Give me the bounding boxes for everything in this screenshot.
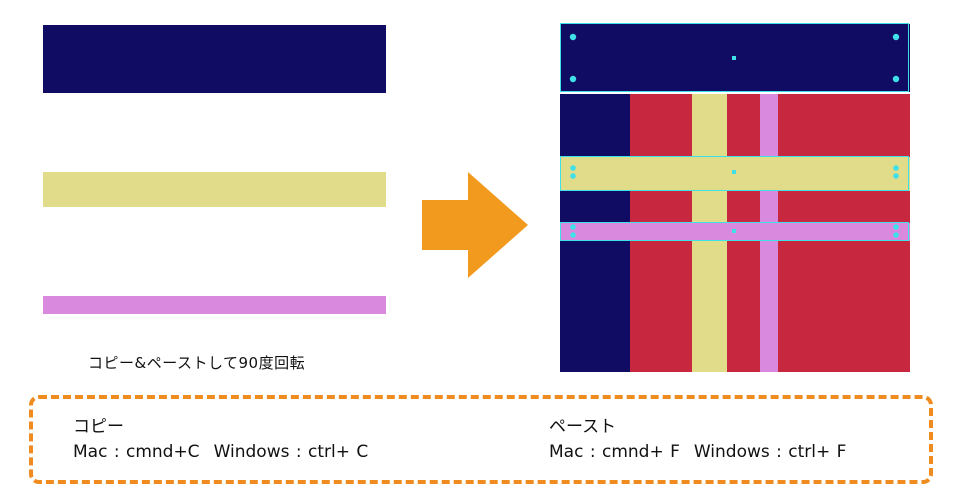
selection-center	[732, 229, 736, 233]
selection-handle[interactable]	[570, 165, 576, 171]
selection-box-yellow[interactable]	[560, 156, 909, 191]
navy-stripe[interactable]	[43, 25, 386, 93]
paste-shortcut-line: Mac : cmnd+ F Windows : ctrl+ F	[549, 442, 846, 462]
copy-shortcut-line: Mac : cmnd+C Windows : ctrl+ C	[73, 442, 368, 462]
selection-handle[interactable]	[569, 33, 577, 41]
selection-handle[interactable]	[893, 232, 899, 238]
right-arrow-icon	[422, 172, 528, 278]
paste-title: ペースト	[549, 417, 617, 437]
selection-box-navy[interactable]	[560, 23, 909, 92]
copy-title: コピー	[73, 417, 124, 437]
selection-handle[interactable]	[893, 173, 899, 179]
pink-stripe[interactable]	[43, 296, 386, 314]
selection-center	[732, 56, 736, 60]
copy-mac-shortcut: Mac : cmnd+C	[73, 442, 200, 462]
selection-handle[interactable]	[892, 75, 900, 83]
selection-box-pink[interactable]	[560, 222, 909, 241]
copy-windows-shortcut: Windows : ctrl+ C	[213, 442, 369, 462]
yellow-stripe[interactable]	[43, 172, 386, 207]
shortcut-panel	[29, 395, 933, 484]
selection-handle[interactable]	[570, 224, 576, 230]
selection-handle[interactable]	[893, 224, 899, 230]
selection-handle[interactable]	[892, 33, 900, 41]
selection-handle[interactable]	[569, 75, 577, 83]
paste-windows-shortcut: Windows : ctrl+ F	[693, 442, 847, 462]
selection-handle[interactable]	[570, 173, 576, 179]
instruction-caption: コピー&ペーストして90度回転	[88, 354, 306, 372]
check-pattern	[560, 23, 910, 372]
selection-center	[732, 170, 736, 174]
selection-handle[interactable]	[893, 165, 899, 171]
selection-handle[interactable]	[570, 232, 576, 238]
paste-mac-shortcut: Mac : cmnd+ F	[549, 442, 680, 462]
